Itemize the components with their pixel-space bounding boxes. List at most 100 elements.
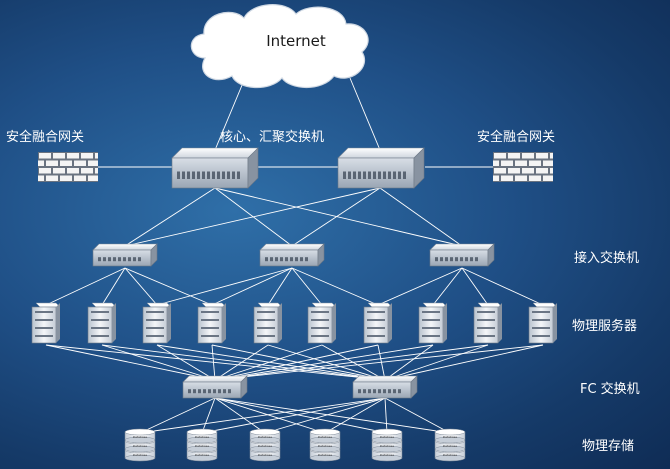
fc-switch-right-icon [352,375,418,399]
link-srv5-fc1 [214,344,269,381]
server-icon [307,302,337,344]
link-core2-access2 [291,187,381,247]
access-switch-3-icon [429,243,495,267]
link-srv1-fc2 [45,344,386,381]
link-srv7-fc1 [214,344,379,381]
svg-text:Database: Database [258,444,272,448]
link-srv1-fc1 [45,344,216,381]
link-core1-access3 [214,187,463,247]
svg-text:Database: Database [133,435,147,439]
link-fc2-disk3 [264,397,386,434]
server-icon [473,302,503,344]
svg-text:Database: Database [318,444,332,448]
fc-switch-label: FC 交换机 [580,381,640,397]
physical-storage-disks: DatabaseDatabaseDatabaseDatabaseDatabase… [124,428,466,462]
internet-label: Internet [266,32,326,50]
access-switch-2-icon [259,243,325,267]
server-icon [363,302,393,344]
link-fc1-disk5 [214,397,388,434]
svg-text:Database: Database [258,453,272,457]
server-icon [528,302,558,344]
link-srv6-fc1 [214,344,323,381]
link-access2-srv6 [291,267,323,306]
svg-text:Database: Database [318,453,332,457]
svg-text:Database: Database [318,435,332,439]
link-access3-srv7 [377,267,463,306]
server-icon [418,302,448,344]
link-fc1-disk3 [214,397,266,434]
link-access2-srv5 [267,267,293,306]
link-access1-srv3 [124,267,158,306]
link-srv8-fc1 [214,344,434,381]
fc-switch-left-icon [182,375,248,399]
link-core1-access1 [124,187,216,247]
link-srv10-fc1 [214,344,544,381]
link-fc1-disk4 [214,397,326,434]
link-internet-core-left [214,77,246,151]
connection-lines [45,77,544,434]
svg-text:Database: Database [443,444,457,448]
server-icon [142,302,172,344]
core-switch-right-icon [337,147,425,189]
server-icon [31,302,61,344]
svg-text:Database: Database [380,453,394,457]
svg-text:Database: Database [443,435,457,439]
access-switch-label: 接入交换机 [574,250,639,266]
link-access3-srv8 [432,267,463,306]
link-fc2-disk6 [384,397,451,434]
gateway-left-label: 安全融合网关 [6,129,84,145]
svg-text:Database: Database [133,453,147,457]
link-core2-access1 [124,187,381,247]
firewall-right-icon [493,152,553,182]
physical-server-label: 物理服务器 [572,318,637,334]
core-switch-label: 核心、汇聚交换机 [220,129,324,145]
svg-text:Database: Database [195,444,209,448]
svg-text:Database: Database [443,453,457,457]
link-access1-srv4 [124,267,213,306]
link-access3-srv9 [461,267,489,306]
link-srv9-fc1 [214,344,489,381]
core-switch-left-icon [171,147,259,189]
link-access1-srv2 [101,267,126,306]
svg-text:Database: Database [195,435,209,439]
physical-servers [31,302,558,344]
server-icon [87,302,117,344]
link-access1-srv1 [45,267,126,306]
link-srv2-fc2 [101,344,386,381]
physical-storage-label: 物理存储 [582,439,634,454]
link-srv2-fc1 [101,344,216,381]
svg-text:Database: Database [195,453,209,457]
link-internet-core-right [349,77,381,151]
firewall-left-icon [38,152,98,182]
link-access3-srv10 [461,267,544,306]
link-fc2-disk5 [384,397,388,434]
link-fc2-disk1 [139,397,386,434]
svg-text:Database: Database [380,435,394,439]
link-srv9-fc2 [384,344,489,381]
link-fc1-disk1 [139,397,216,434]
gateway-right-label: 安全融合网关 [477,129,555,145]
link-core2-access3 [379,187,463,247]
server-icon [197,302,227,344]
link-fc1-disk2 [201,397,216,434]
link-srv3-fc1 [156,344,216,381]
internet-cloud-icon [190,4,369,89]
link-srv10-fc2 [384,344,544,381]
link-fc2-disk4 [324,397,386,434]
link-fc1-disk6 [214,397,451,434]
link-srv8-fc2 [384,344,434,381]
link-fc2-disk2 [201,397,386,434]
link-access2-srv3 [156,267,293,306]
link-access2-srv7 [291,267,379,306]
link-srv3-fc2 [156,344,386,381]
svg-text:Database: Database [380,444,394,448]
svg-text:Database: Database [133,444,147,448]
